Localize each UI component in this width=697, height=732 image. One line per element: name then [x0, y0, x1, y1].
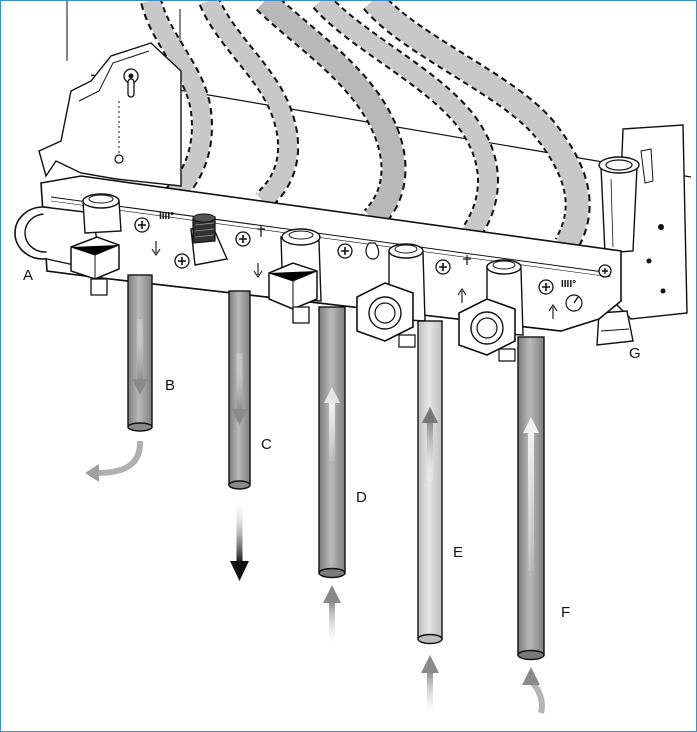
arrow-up-e	[422, 407, 438, 481]
callout-a: A	[23, 267, 34, 284]
valve-a	[14, 193, 122, 296]
hose-4	[312, 1, 499, 240]
callout-c: C	[261, 436, 272, 453]
bypass-pipe	[598, 156, 640, 254]
arrow-outflow-c	[230, 497, 249, 581]
pipe-b	[127, 274, 153, 432]
arrow-up-f	[523, 417, 539, 571]
pressure-relief-valve	[596, 310, 634, 346]
valve-d	[268, 228, 322, 324]
svg-text:IIII°: IIII°	[561, 279, 576, 290]
arrow-inflow-f	[522, 667, 545, 714]
arrow-inflow-d	[323, 585, 341, 645]
rail-markings: IIII° IIII°	[151, 211, 583, 319]
callout-b: B	[165, 377, 176, 394]
left-mounting-bracket	[38, 42, 182, 187]
arrow-outflow-b	[85, 440, 144, 482]
gauge-icon	[565, 294, 583, 312]
hose-3	[255, 1, 407, 229]
keyhole-icon	[123, 68, 139, 98]
hose-2	[198, 1, 300, 210]
mounting-screws	[134, 217, 612, 295]
hoses	[140, 1, 591, 252]
hose-5	[363, 1, 591, 252]
flow-arrows-external	[85, 440, 545, 715]
svg-text:IIII°: IIII°	[159, 211, 174, 222]
callout-g: G	[629, 345, 641, 362]
arrow-inflow-e	[421, 655, 439, 715]
callout-f: F	[561, 604, 571, 621]
callout-d: D	[356, 489, 367, 506]
arrow-down-b	[132, 319, 148, 395]
valve-f	[458, 259, 524, 362]
hose-1	[140, 1, 213, 206]
pipe-e	[417, 320, 443, 645]
arrow-down-c	[231, 353, 248, 425]
callout-e: E	[453, 544, 464, 561]
connection-manifold: IIII° IIII°	[40, 175, 622, 332]
arrow-up-d	[324, 387, 340, 461]
flow-arrows-in-pipes	[132, 319, 539, 571]
valve-c	[190, 213, 228, 266]
right-mounting-bracket	[596, 124, 688, 346]
